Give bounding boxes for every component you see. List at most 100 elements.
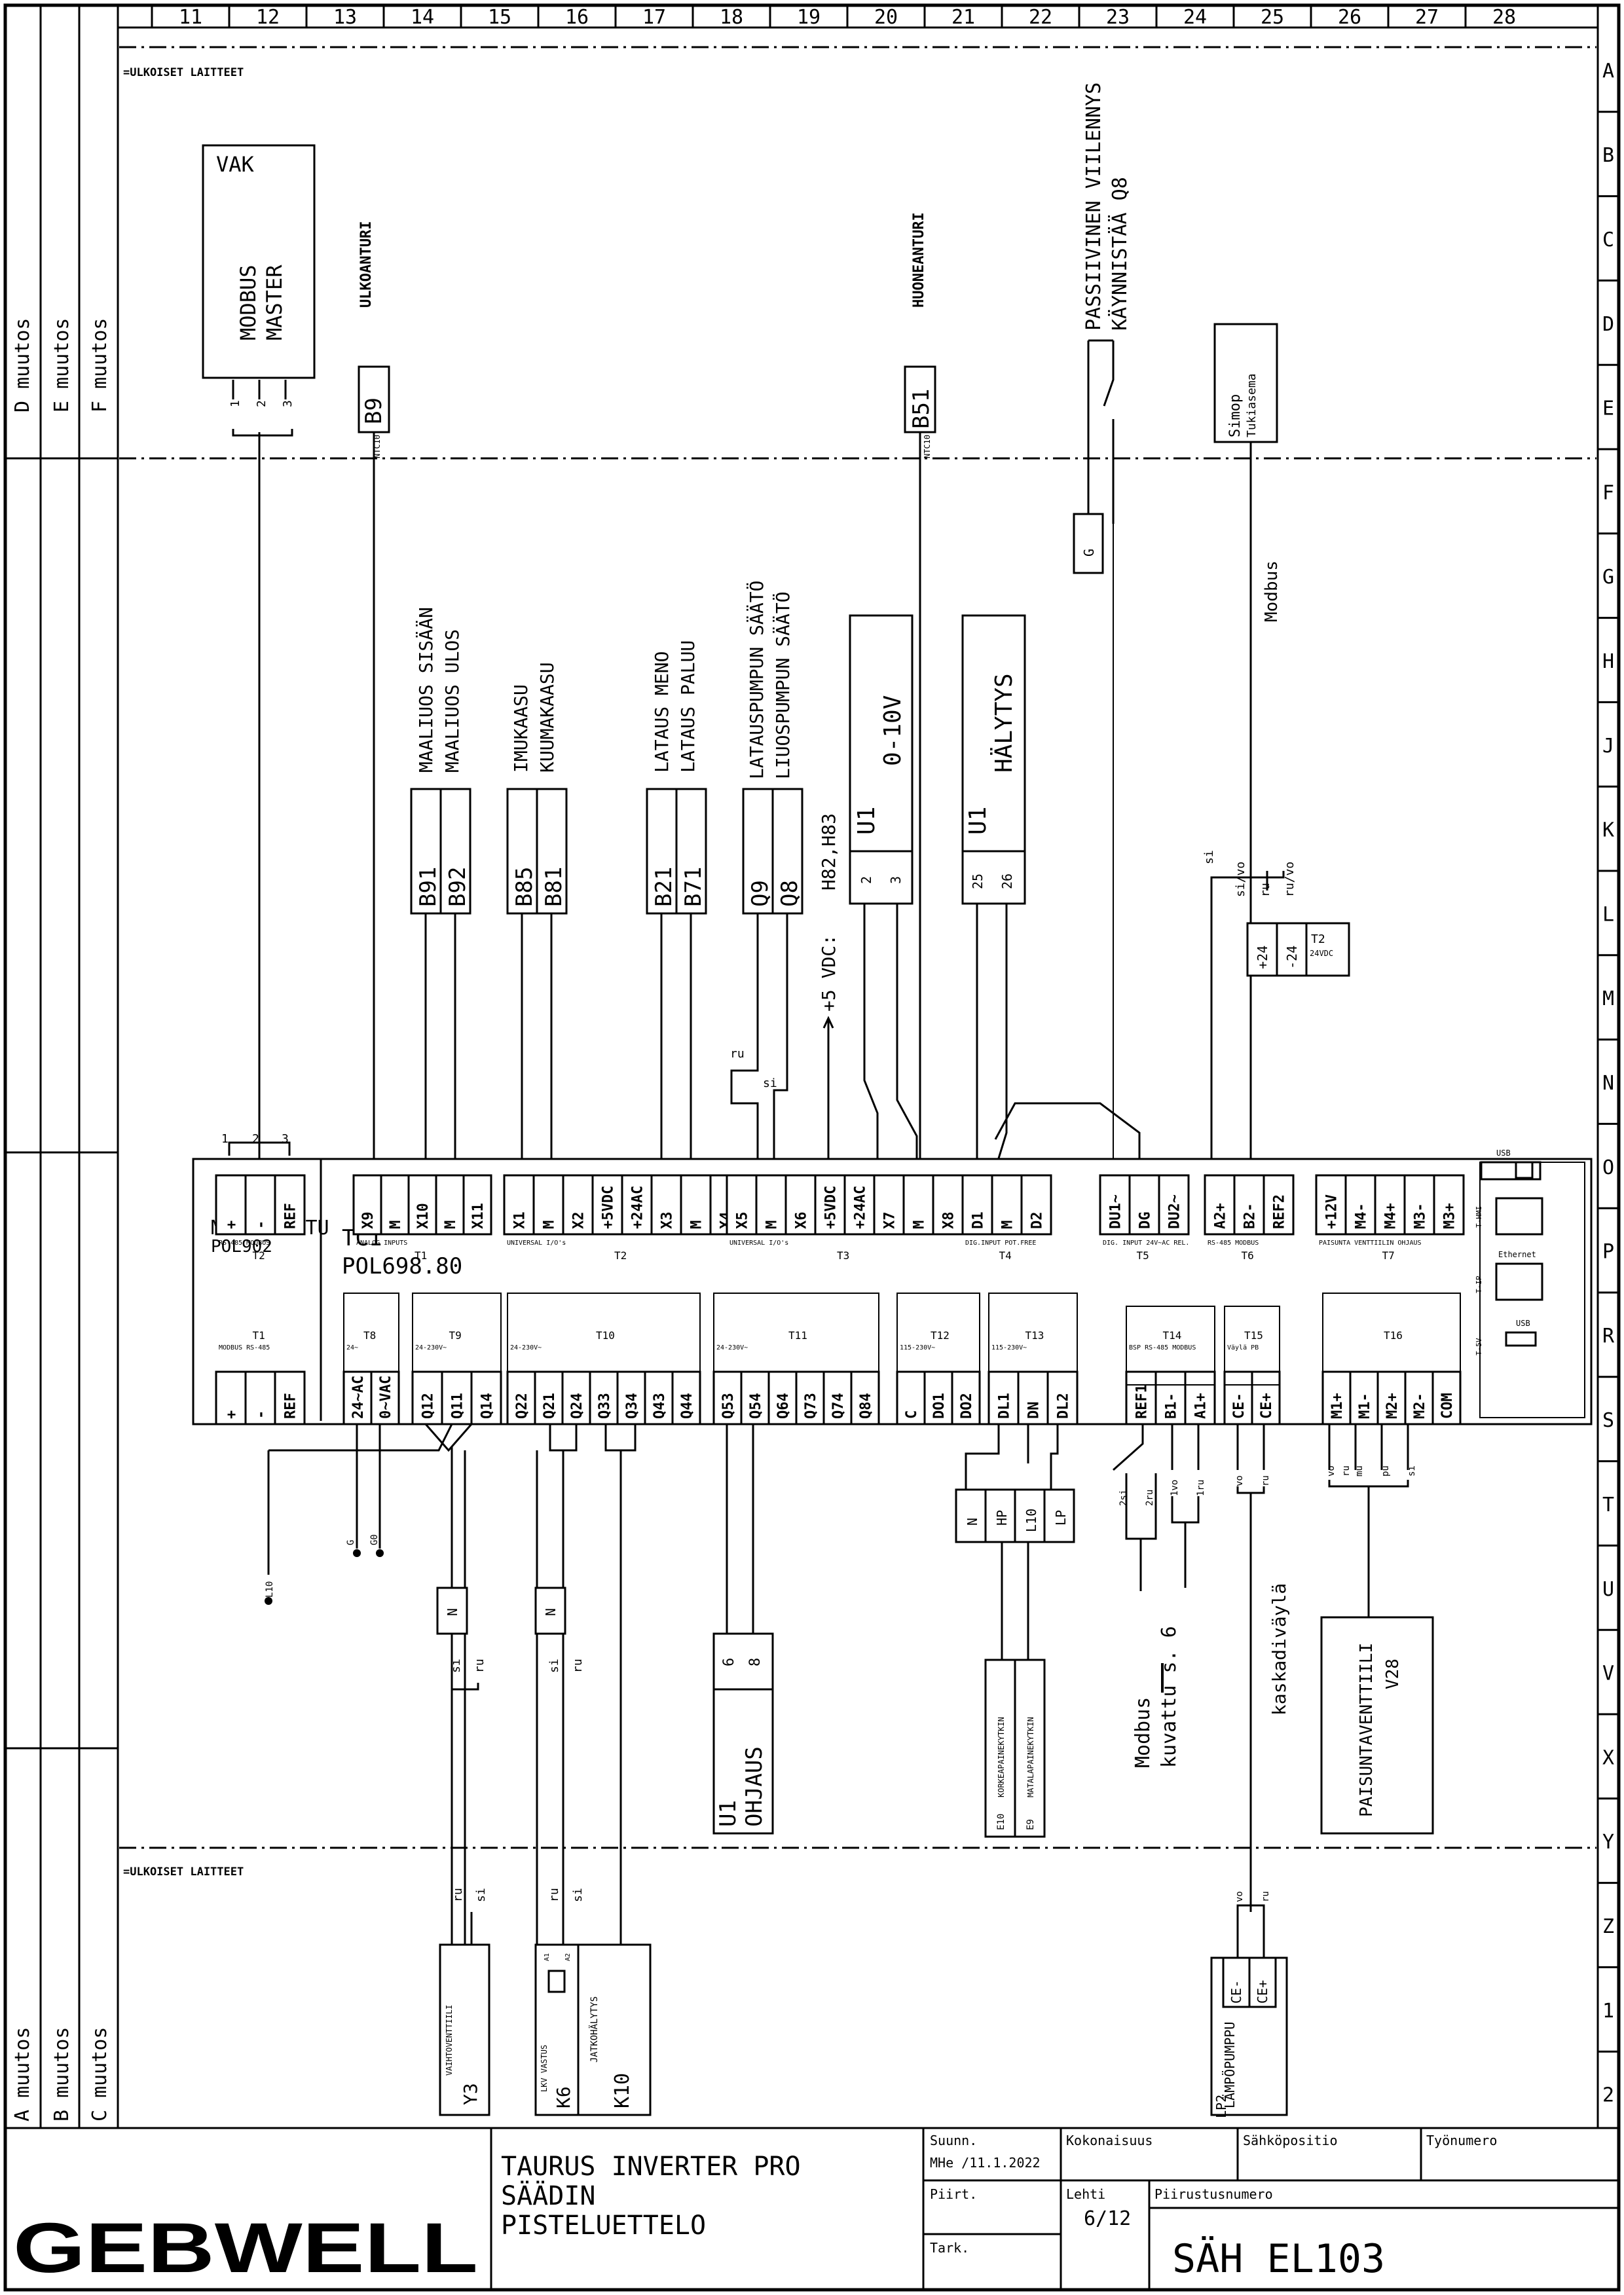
k6-ru: ru [571, 1659, 585, 1673]
kaskadi-label: kaskadiväylä [1268, 1583, 1290, 1716]
output-block [1224, 1306, 1280, 1386]
terminal-pin: M4- [1354, 1203, 1370, 1229]
column-label: 27 [1415, 6, 1439, 29]
simop-line1: Simop [1227, 394, 1244, 437]
terminal-group: T12 [931, 1329, 950, 1342]
terminal-group: T15 [1244, 1329, 1263, 1342]
terminal-pin: X10 [415, 1203, 432, 1229]
terminal-group: T2 [253, 1249, 265, 1262]
terminal-pin: Q64 [775, 1393, 792, 1419]
modbus-w4: ru/vo [1283, 862, 1297, 897]
terminal-sub: RS-485 MODBUS [219, 1239, 270, 1247]
terminal-pin: Q33 [597, 1393, 613, 1419]
ohjaus-p2: 8 [747, 1658, 764, 1666]
y3-top-si: si [474, 1888, 488, 1902]
column-label: 21 [951, 6, 975, 29]
terminal-pin: M [689, 1221, 705, 1229]
tb-tark: Tark. [930, 2240, 969, 2256]
modbus-w1: si [1202, 850, 1216, 864]
terminal-sub: 24-230V~ [716, 1344, 748, 1351]
g-label: G [346, 1540, 356, 1545]
k6-si: si [547, 1659, 561, 1673]
controller-model: POL698.80 [342, 1253, 462, 1279]
logo: GEBWELL [13, 2208, 478, 2287]
row-label: M [1602, 987, 1614, 1010]
revision-a: A muutos [11, 2027, 34, 2122]
terminal-pin: - [253, 1221, 270, 1229]
row-label: K [1602, 819, 1614, 842]
modbus6-l1: Modbus [1132, 1697, 1154, 1768]
output-block [1322, 1293, 1461, 1372]
kaskadi-w1: vo [1234, 1475, 1245, 1486]
press-hi-tag: E10 [996, 1814, 1006, 1830]
terminal-strip [1315, 1174, 1465, 1236]
modbus6-w4: 1ru [1196, 1480, 1206, 1496]
terminal-group: T3 [837, 1249, 849, 1262]
column-label: 11 [179, 6, 202, 29]
terminal-pin: CE+ [1259, 1393, 1275, 1419]
psu-24vdc: +24 -24 T2 24VDC [1246, 922, 1350, 977]
terminal-pin: Q34 [624, 1393, 640, 1419]
column-label: 16 [565, 6, 589, 29]
row-label: E [1602, 397, 1614, 420]
row-label: V [1602, 1662, 1614, 1685]
tb-lehti-val: 6/12 [1084, 2207, 1131, 2230]
vdc-l2: +5 VDC: [818, 934, 840, 1012]
modbus6-l2: kuvattu s. 6 [1158, 1626, 1181, 1768]
title-block: GEBWELL TAURUS INVERTER PRO SÄÄDIN PISTE… [13, 2128, 1619, 2290]
tb-kokonaisuus: Kokonaisuus [1066, 2133, 1153, 2148]
u1b-tag: U1 [965, 807, 991, 835]
terminal-pin: X8 [941, 1212, 957, 1230]
column-label: 14 [411, 6, 434, 29]
u1a-p1: 2 [858, 876, 874, 884]
y3-n: N [445, 1608, 460, 1616]
terminal-pin: M [388, 1221, 404, 1229]
row-label: P [1602, 1241, 1614, 1264]
u1b-p1: 25 [970, 873, 986, 889]
vak-pin-1: 1 [229, 400, 242, 407]
row-label: Y [1602, 1831, 1614, 1854]
terminal-strip [961, 1174, 1052, 1236]
terminal-pin: REF [283, 1203, 299, 1229]
terminal-pin: Q22 [514, 1393, 530, 1419]
output-block [507, 1293, 701, 1372]
row-label: D [1602, 313, 1614, 336]
row-label: C [1602, 229, 1614, 251]
vdc-l1: H82,H83 [818, 813, 840, 890]
passive-line1: PASSIIVINEN VIILENNYS [1082, 83, 1105, 331]
tb-piirustusnumero: Piirustusnumero [1154, 2186, 1273, 2202]
terminal-pin: M [542, 1221, 558, 1229]
terminal-sub: PAISUNTA VENTTIILIN OHJAUS [1319, 1239, 1422, 1247]
terminal-pin: M4+ [1383, 1203, 1399, 1229]
modbus-w2: si/vo [1234, 862, 1247, 897]
terminal-pin: DG [1137, 1212, 1154, 1230]
terminal-strip [987, 1370, 1079, 1425]
terminal-sub: 24-230V~ [415, 1344, 447, 1351]
column-label: 17 [642, 6, 666, 29]
k6-a2: A2 [564, 1953, 572, 1961]
row-label: L [1602, 903, 1614, 926]
paisunta-w5: si [1407, 1465, 1417, 1477]
k6-a1: A1 [544, 1953, 551, 1961]
vak-modbus-master: VAK MODBUS MASTER 1 2 3 [202, 144, 316, 1349]
modbus-w3: ru [1259, 883, 1272, 897]
vak-text2: MASTER [262, 265, 287, 340]
column-label: 22 [1029, 6, 1052, 29]
terminal-group: T16 [1384, 1329, 1403, 1342]
maaliuos-t1: B91 [415, 867, 441, 907]
room-sensor: HUONEANTURI B51 NTC10 [904, 212, 936, 1175]
terminal-strip [1099, 1174, 1190, 1236]
terminal-pin: M3- [1412, 1203, 1429, 1229]
terminal-pin: Q74 [830, 1393, 847, 1419]
zone-label-top: =ULKOISET LAITTEET [123, 66, 244, 79]
row-label: 1 [1602, 2000, 1614, 2023]
terminal-group: T11 [788, 1329, 807, 1342]
revision-strip: D muutos E muutos F muutos A muutos B mu… [5, 5, 118, 2128]
terminal-sub: UNIVERSAL I/O's [507, 1239, 566, 1247]
terminal-pin: +24AC [853, 1186, 869, 1229]
terminal-sub: UNIVERSAL I/O's [729, 1239, 788, 1247]
psu-p2: -24 [1284, 946, 1300, 969]
cascade-bus: vo ru kaskadiväylä [1234, 1424, 1290, 1958]
passive-line2: KÄYNNISTÄÄ Q8 [1108, 177, 1132, 331]
